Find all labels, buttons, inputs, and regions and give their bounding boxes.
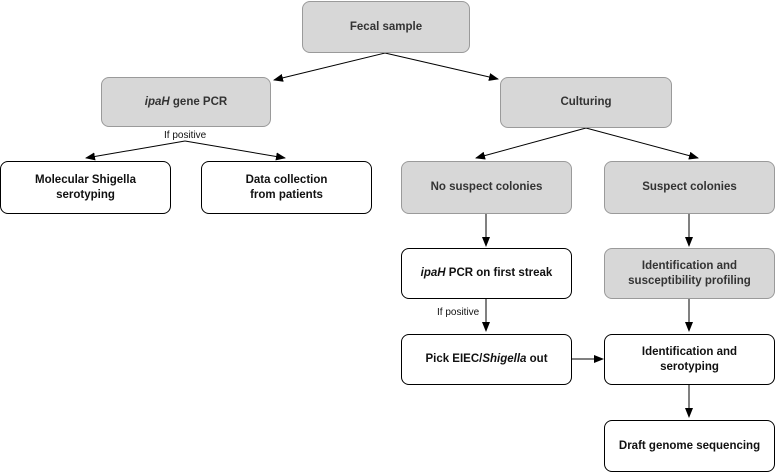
line-2: susceptibility profiling bbox=[628, 274, 751, 287]
node-culturing-label: Culturing bbox=[560, 96, 612, 108]
node-suspect-label: Suspect colonies bbox=[642, 181, 737, 193]
line-2: serotyping bbox=[56, 188, 115, 201]
node-id-serotyping-text: Identification and serotyping bbox=[642, 345, 737, 375]
node-fecal-sample: Fecal sample bbox=[302, 1, 470, 53]
gene-name: ipaH bbox=[144, 95, 170, 108]
node-fecal-sample-label: Fecal sample bbox=[349, 20, 423, 33]
arrow-culturing-to-nosuspect bbox=[475, 127, 587, 160]
pick-post-text: out bbox=[526, 353, 548, 365]
node-ipah-first-streak: ipaH PCR on first streak bbox=[401, 248, 572, 299]
gene-pcr-text: gene PCR bbox=[169, 95, 228, 108]
node-id-susceptibility-text: Identification and susceptibility profil… bbox=[628, 259, 751, 289]
line-1: Identification and bbox=[641, 259, 738, 272]
node-ipah-gene-pcr-label: ipaH gene PCR bbox=[145, 95, 227, 110]
node-culturing: Culturing bbox=[500, 77, 672, 128]
node-suspect-colonies: Suspect colonies bbox=[604, 161, 775, 214]
node-molecular-serotyping: Molecular Shigella serotyping bbox=[0, 161, 171, 214]
arrow-fecal-to-ipah bbox=[273, 52, 386, 82]
line-1: Data collection bbox=[245, 173, 328, 186]
line-2: serotyping bbox=[660, 360, 719, 373]
edge-label-if-positive-2: If positive bbox=[437, 307, 480, 318]
arrow-fecal-to-culturing bbox=[384, 52, 499, 81]
pick-pre-text: Pick EIEC/ bbox=[425, 353, 483, 365]
node-pick-eiec-label: Pick EIEC/Shigella out bbox=[425, 352, 547, 367]
line-1: Molecular Shigella bbox=[35, 173, 136, 186]
first-streak-text: PCR on first streak bbox=[445, 267, 553, 279]
line-1: Identification and bbox=[641, 345, 738, 358]
node-ipah-first-streak-label: ipaH PCR on first streak bbox=[421, 266, 553, 281]
shigella-text: Shigella bbox=[482, 353, 527, 365]
node-draft-genome-label: Draft genome sequencing bbox=[618, 439, 761, 452]
line-2: from patients bbox=[250, 188, 323, 201]
node-no-suspect-colonies: No suspect colonies bbox=[401, 161, 572, 214]
node-draft-genome-sequencing: Draft genome sequencing bbox=[604, 420, 775, 472]
node-ipah-gene-pcr: ipaH gene PCR bbox=[101, 77, 271, 127]
arrow-ipah-to-datacollection bbox=[184, 140, 286, 161]
arrow-ipah-to-molecular bbox=[85, 140, 186, 161]
node-no-suspect-label: No suspect colonies bbox=[430, 181, 543, 193]
arrow-culturing-to-suspect bbox=[585, 127, 699, 160]
edge-label-if-positive-1: If positive bbox=[164, 130, 207, 141]
node-data-collection-text: Data collection from patients bbox=[246, 173, 328, 203]
node-pick-eiec-shigella: Pick EIEC/Shigella out bbox=[401, 334, 572, 385]
gene-name: ipaH bbox=[420, 267, 446, 279]
node-data-collection: Data collection from patients bbox=[201, 161, 372, 214]
node-id-susceptibility: Identification and susceptibility profil… bbox=[604, 248, 775, 299]
node-id-serotyping: Identification and serotyping bbox=[604, 334, 775, 385]
node-molecular-serotyping-text: Molecular Shigella serotyping bbox=[35, 173, 136, 203]
